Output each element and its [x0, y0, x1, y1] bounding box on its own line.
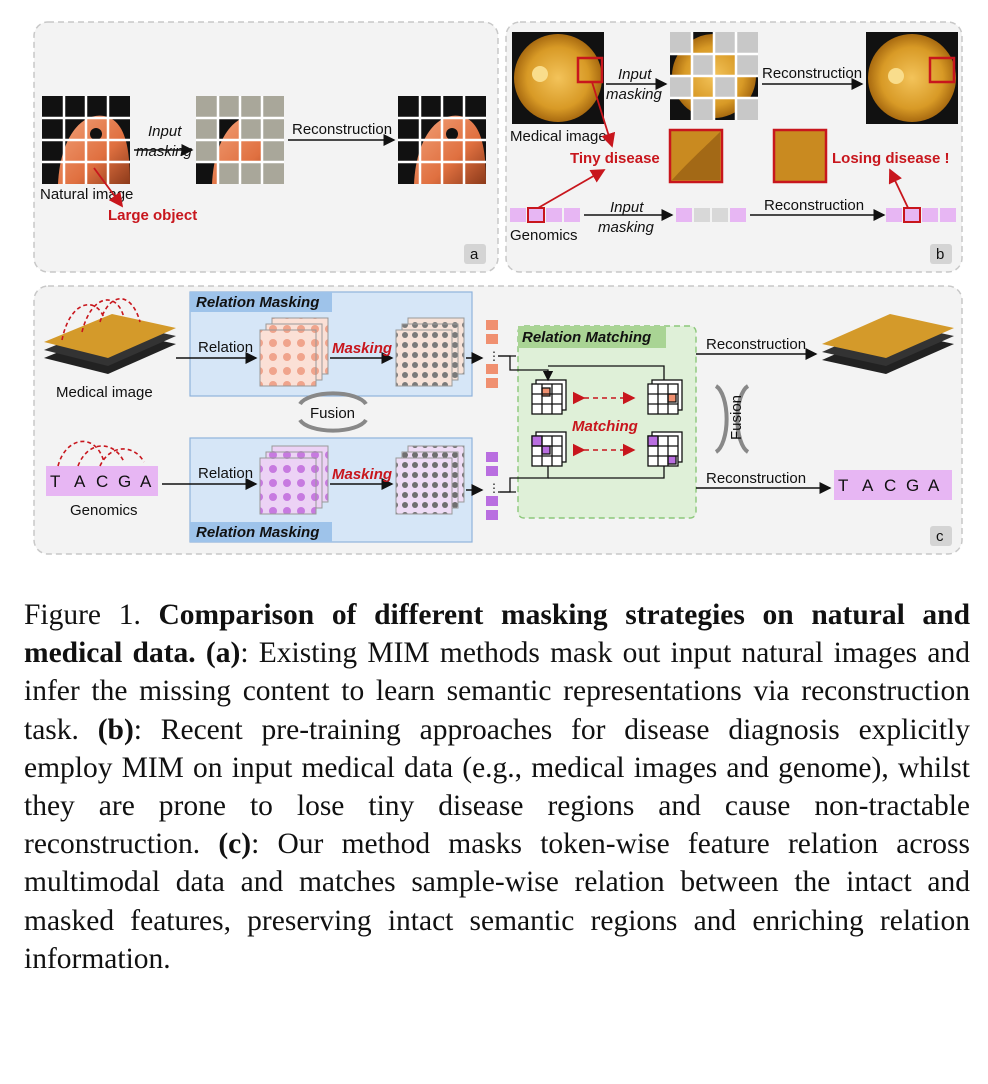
tag-c: c — [936, 528, 944, 545]
seq-out-1: A — [862, 476, 874, 495]
label-losing-disease: Losing disease ! — [832, 150, 950, 167]
arrow-tiny-disease — [591, 81, 616, 148]
label-medical-image-b: Medical image — [510, 128, 607, 145]
label-fusion-right: Fusion — [728, 395, 745, 440]
feature-tokens-bottom: ⋮ — [486, 452, 500, 520]
label-input-a: Input — [148, 123, 182, 140]
caption-a-text: : Existing MIM methods mask out input na… — [24, 637, 971, 746]
arrow-large-object — [93, 167, 124, 208]
caption-b-text: : Recent pre-training approaches for dis… — [24, 713, 970, 861]
caption-b-label: (b) — [97, 713, 134, 746]
seq-out-0: T — [838, 476, 848, 495]
caption-title: Comparison of different masking strategi… — [24, 599, 970, 670]
label-relation-matching: Relation Matching — [522, 329, 651, 346]
tag-c-box — [930, 526, 952, 546]
feature-tokens-top: ⋮ — [486, 320, 500, 388]
natural-image-masked — [196, 96, 284, 184]
label-masking-bottom: Masking — [332, 466, 392, 483]
label-genomics-c: Genomics — [70, 502, 138, 519]
label-large-object: Large object — [108, 207, 197, 224]
label-input-b: Input — [618, 66, 652, 83]
medical-image-masked — [670, 32, 758, 120]
tag-a-box — [464, 244, 486, 264]
medical-image-stack-left — [44, 297, 176, 374]
label-reconstruction-b-top: Reconstruction — [762, 65, 862, 82]
tag-a: a — [470, 246, 479, 263]
label-matching: Matching — [572, 418, 638, 435]
zoom-losing-disease — [772, 128, 828, 184]
figure-caption: Figure 1. Comparison of different maskin… — [24, 596, 970, 978]
caption-c-text: : Our method masks token-wise feature re… — [24, 828, 970, 975]
seq-in-4: A — [140, 472, 152, 491]
label-masking-b: masking — [606, 86, 663, 103]
label-genomics-b: Genomics — [510, 227, 578, 244]
fusion-cycle-right — [714, 384, 750, 454]
label-relation-bottom: Relation — [198, 465, 253, 482]
label-reconstruction-a: Reconstruction — [292, 121, 392, 138]
medical-image-reconstructed — [866, 32, 958, 124]
seq-in-1: A — [74, 472, 86, 491]
label-masking-a: masking — [136, 143, 193, 160]
relation-matrix-top — [259, 317, 329, 387]
label-reconstruction-b-bottom: Reconstruction — [764, 197, 864, 214]
figure-diagram: Input masking Reconstruction Natural ima… — [33, 21, 963, 555]
seq-out-4: A — [928, 476, 940, 495]
relation-matrix-bottom — [259, 445, 329, 515]
label-relation-masking-top: Relation Masking — [196, 294, 319, 311]
label-tiny-disease: Tiny disease — [570, 150, 660, 167]
arrow-losing-disease-up — [888, 168, 911, 213]
seq-in-2: C — [96, 472, 108, 491]
label-relation-masking-bottom: Relation Masking — [196, 524, 319, 541]
svg-text:⋮: ⋮ — [488, 481, 500, 495]
grid-bottom-right — [647, 431, 683, 467]
label-masking-g: masking — [598, 219, 655, 236]
tag-b-box — [930, 244, 952, 264]
caption-figure-label: Figure 1. — [24, 599, 141, 631]
medical-image-input — [512, 32, 604, 124]
label-input-g: Input — [610, 199, 644, 216]
label-reconstruction-c-top: Reconstruction — [706, 336, 806, 353]
label-medical-image-c: Medical image — [56, 384, 153, 401]
label-natural-image: Natural image — [40, 186, 133, 203]
seq-in-0: T — [50, 472, 60, 491]
masked-matrix-bottom — [395, 445, 465, 515]
caption-a-label: (a) — [205, 637, 241, 670]
genomics-seq-right: T A C G A — [834, 470, 952, 500]
seq-out-3: G — [906, 476, 919, 495]
arrow-tiny-genomics — [537, 169, 606, 209]
grid-bottom-left — [531, 431, 567, 467]
caption-c-label: (c) — [218, 828, 252, 861]
svg-text:⋮: ⋮ — [488, 349, 500, 363]
fusion-cycle-left — [298, 391, 368, 433]
label-fusion-left: Fusion — [310, 405, 355, 422]
genomics-tokens-reconstructed — [886, 207, 956, 223]
natural-image-input — [42, 96, 130, 184]
label-relation-top: Relation — [198, 339, 253, 356]
label-reconstruction-c-bottom: Reconstruction — [706, 470, 806, 487]
caption-paragraph: Figure 1. Comparison of different maskin… — [24, 596, 970, 978]
tag-b: b — [936, 246, 944, 263]
genomics-seq-left: T A C G A — [46, 440, 158, 496]
seq-out-2: C — [884, 476, 896, 495]
genomics-tokens-input — [510, 207, 580, 223]
medical-image-stack-right — [822, 314, 954, 374]
genomics-tokens-masked — [676, 208, 746, 222]
seq-in-3: G — [118, 472, 131, 491]
grid-top-left — [531, 379, 567, 415]
grid-top-right — [647, 379, 683, 415]
masked-matrix-top — [395, 317, 465, 387]
label-masking-top: Masking — [332, 340, 392, 357]
natural-image-reconstructed — [398, 96, 486, 184]
